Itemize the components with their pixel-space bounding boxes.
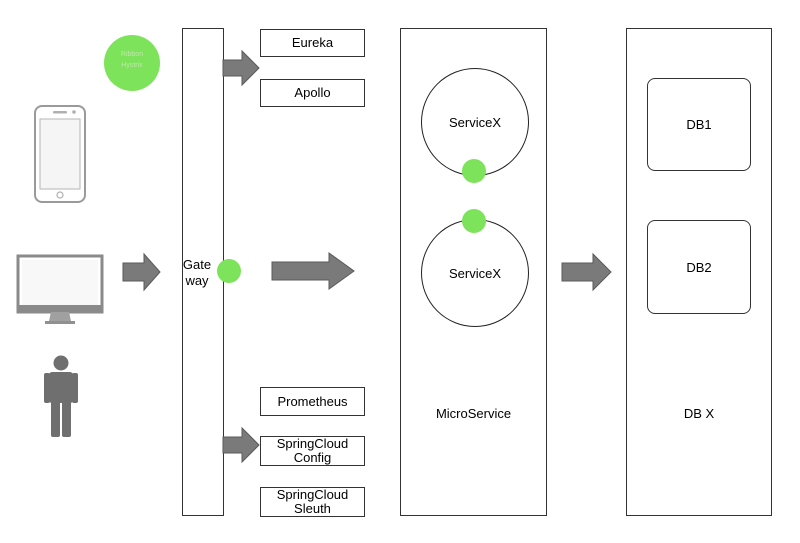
mobile-phone-icon bbox=[34, 105, 86, 203]
servicex-label-1: ServiceX bbox=[448, 114, 502, 130]
servicex-1-connector-dot bbox=[462, 159, 486, 183]
gateway-connector-dot bbox=[217, 259, 241, 283]
ribbon-hystrix-bubble bbox=[104, 35, 160, 91]
db1-label: DB1 bbox=[686, 117, 712, 132]
desktop-monitor-icon bbox=[16, 254, 104, 324]
prometheus-box: Prometheus bbox=[260, 387, 365, 416]
servicex-2-connector-dot bbox=[462, 209, 486, 233]
arrow-gateway-to-eureka bbox=[222, 49, 260, 87]
servicex-label-2: ServiceX bbox=[448, 265, 502, 281]
springcloud-config-box: SpringCloud Config bbox=[260, 436, 365, 466]
apollo-box: Apollo bbox=[260, 79, 365, 107]
db1-node: DB1 bbox=[647, 78, 751, 171]
arrow-clients-to-gateway bbox=[122, 252, 161, 292]
eureka-box: Eureka bbox=[260, 29, 365, 57]
person-icon bbox=[44, 355, 78, 437]
springcloud-sleuth-box: SpringCloud Sleuth bbox=[260, 487, 365, 517]
db2-node: DB2 bbox=[647, 220, 751, 314]
arrow-gateway-to-microservice bbox=[271, 252, 355, 290]
database-label: DB X bbox=[683, 406, 715, 421]
ribbon-hystrix-label: Ribbon Hystrix bbox=[120, 51, 144, 69]
arrow-gateway-to-config bbox=[222, 426, 260, 464]
servicex-node-2: ServiceX bbox=[421, 219, 529, 327]
db2-label: DB2 bbox=[686, 259, 712, 275]
gateway-label: Gate way bbox=[182, 257, 212, 288]
servicex-node-1: ServiceX bbox=[421, 68, 529, 176]
arrow-microservice-to-db bbox=[561, 252, 612, 292]
microservice-label: MicroService bbox=[435, 406, 512, 421]
